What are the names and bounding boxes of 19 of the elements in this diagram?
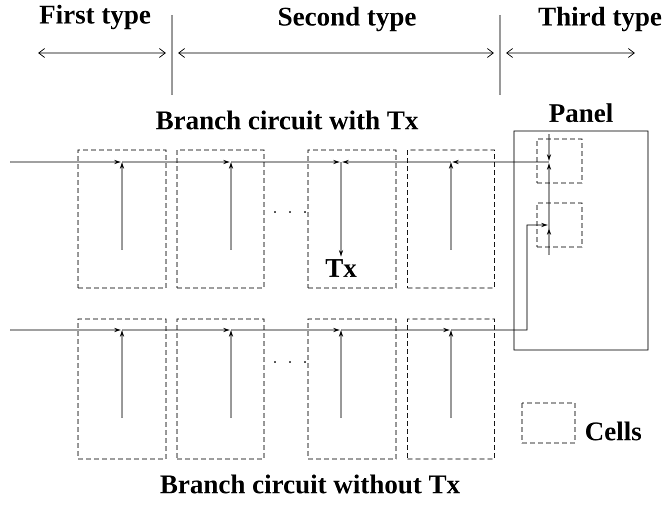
cell-box (407, 318, 495, 460)
heading-label: First type (40, 4, 150, 30)
node-label: Tx (326, 259, 357, 277)
panel-box: Panel (514, 103, 648, 350)
heading-label: Third type (538, 6, 662, 32)
cell-box (78, 150, 166, 288)
heading-label: Branch circuit with Tx (156, 110, 418, 130)
cell-box (536, 138, 582, 184)
cell-box (176, 150, 264, 288)
cell-box (308, 318, 396, 460)
cell-box (308, 150, 396, 288)
cell-box (407, 150, 495, 288)
node-label: Panel (549, 103, 613, 122)
heading-label: Branch circuit without Tx (160, 474, 460, 494)
cell-box (176, 318, 264, 460)
heading-label: Second type (279, 6, 416, 32)
legend-label: Cells (586, 421, 642, 440)
cell-box (536, 202, 582, 248)
cell-box (78, 318, 166, 460)
